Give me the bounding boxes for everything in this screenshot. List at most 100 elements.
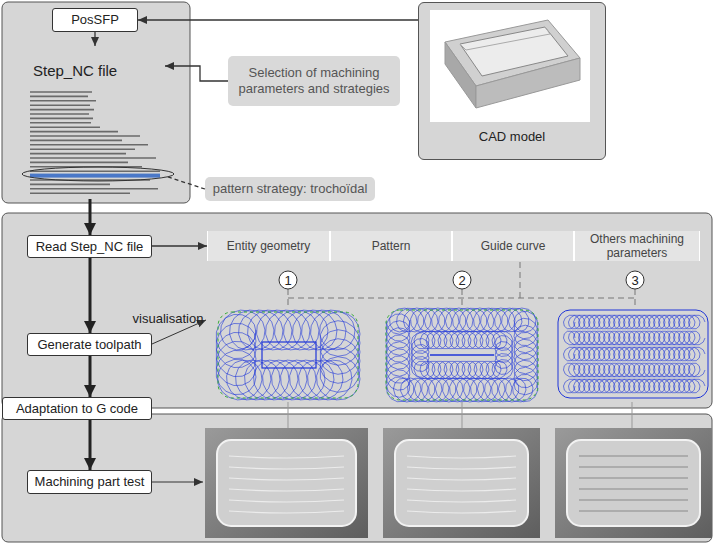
code-line [30,96,88,98]
cad-pocket [460,27,568,76]
tool-mark [229,467,344,469]
leader-arrow [152,482,203,483]
tool-mark [579,466,688,467]
dashed-leader [165,176,205,189]
note-box: Selection of machining parameters and st… [228,56,400,106]
code-line [30,109,94,111]
trochoid-path [564,315,706,328]
tool-mark [407,511,516,513]
tool-mark [229,511,344,513]
code-line [30,122,91,124]
node-text: Adaptation to G code [16,401,138,417]
guide-line [430,354,494,355]
code-line [30,192,130,194]
trochoid-path [386,308,538,402]
code-line [30,144,148,146]
cad-panel: CAD model [418,2,606,160]
code-line [30,104,90,106]
callout-circle [279,271,297,289]
trochoid-path [564,331,706,344]
input-panel [2,2,190,203]
tool-mark [579,455,688,456]
toolpath-panel [2,213,712,408]
code-line [30,188,158,190]
photos [205,428,712,538]
dashed-leader [288,262,635,306]
code-line [30,135,140,137]
tool-mark [407,489,516,491]
code-line [30,148,135,150]
code-line [30,91,92,93]
note-box: pattern strategy: trochoïdal [205,177,375,201]
process-box: Machining part test [27,470,152,494]
callout-number: 3 [631,273,638,288]
tool-mark [229,456,344,458]
cad-pocket-wall [460,27,550,50]
code-line [30,113,89,115]
code-line [30,184,110,186]
toolpath-1 [216,310,360,400]
node-text: Generate toolpath [37,337,141,353]
tool-mark [407,467,516,469]
flow-arrow [89,356,92,397]
flow-arrow [165,66,228,81]
parameter-chip: Entity geometry [207,231,330,261]
toolpath-2 [386,308,538,402]
document-fold [149,47,165,63]
parameter-chip: Guide curve [452,231,574,261]
trochoid-path [411,331,513,378]
node-text: CAD model [479,129,545,145]
code-line [30,118,93,120]
code-line [30,179,150,181]
pocket-outline [558,310,708,398]
process-box: Generate toolpath [27,333,152,356]
callout-number: 1 [284,273,291,288]
node-text: Machining part test [35,474,145,490]
code-line [30,131,118,133]
cad-image [430,10,590,122]
cad-top [445,20,580,86]
part-photo [205,428,368,538]
annotation: visualisation [133,311,204,326]
tool-mark [579,510,688,511]
machined-pocket [217,440,356,526]
machined-pocket [395,440,528,526]
node-text: Guide curve [481,239,546,253]
tool-mark [407,478,516,480]
code-line [30,162,128,164]
flow-arrow [94,32,95,46]
tool-mark [229,478,344,480]
parameter-chip: Others machining parameters [574,231,700,261]
tool-mark [229,500,344,502]
part-photo [383,428,540,538]
code-line [30,157,156,159]
callout-circle [453,271,471,289]
process-box: Read Step_NC file [27,235,152,258]
flow-arrow [89,258,92,333]
code-line [30,166,142,168]
flow-arrow [89,420,92,470]
callout-number: 2 [458,273,465,288]
trochoid-path [564,363,706,376]
node-text: Entity geometry [227,239,310,253]
tool-mark [579,499,688,500]
code-line [30,170,160,172]
document-box: Step_NC file [25,46,165,199]
tool-mark [579,477,688,478]
tool-mark [407,500,516,502]
tool-mark [229,489,344,491]
code-lines [30,92,160,193]
flow-arrow [152,245,207,246]
trochoid-path [564,379,706,392]
process-box: Adaptation to G code [2,397,152,420]
node-text: pattern strategy: trochoïdal [213,181,368,197]
code-line [30,153,126,155]
cad-side [445,42,476,108]
tool-mark [407,456,516,458]
flow-arrow [89,199,92,235]
pocket-outline [218,312,358,398]
